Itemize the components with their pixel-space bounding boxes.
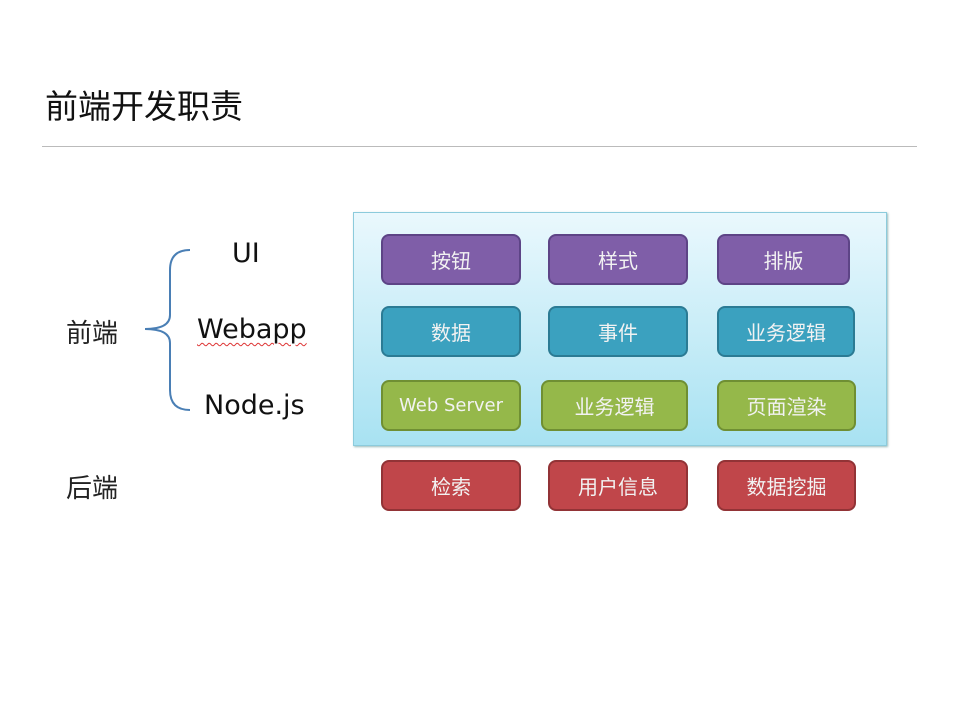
box-business-logic: 业务逻辑 <box>717 306 855 357</box>
box-event: 事件 <box>548 306 688 357</box>
title-divider <box>42 146 917 147</box>
box-search: 检索 <box>381 460 521 511</box>
box-web-server: Web Server <box>381 380 521 431</box>
slide-title: 前端开发职责 <box>45 87 243 126</box>
backend-label: 后端 <box>66 474 119 504</box>
box-data-mining: 数据挖掘 <box>717 460 856 511</box>
layer-webapp: Webapp <box>197 314 307 345</box>
frontend-label: 前端 <box>66 319 119 349</box>
box-user-info: 用户信息 <box>548 460 688 511</box>
box-page-render: 页面渲染 <box>717 380 856 431</box>
box-style: 样式 <box>548 234 688 285</box>
layer-nodejs: Node.js <box>204 390 305 421</box>
box-node-business-logic: 业务逻辑 <box>541 380 688 431</box>
box-data: 数据 <box>381 306 521 357</box>
brace-icon <box>144 249 191 411</box>
layer-ui: UI <box>232 238 260 269</box>
box-button: 按钮 <box>381 234 521 285</box>
box-layout: 排版 <box>717 234 850 285</box>
